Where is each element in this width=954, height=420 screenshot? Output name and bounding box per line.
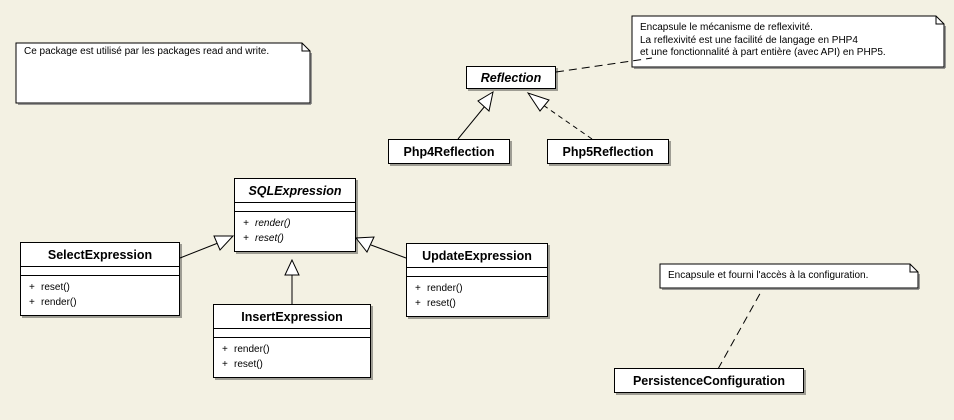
config-note-shape xyxy=(659,263,920,290)
reflection-note-line-2: La reflexivité est une facilité de langa… xyxy=(640,34,858,46)
compartment-divider xyxy=(235,211,355,212)
package-note-shape xyxy=(15,42,312,105)
class-persistenceconfiguration[interactable]: PersistenceConfiguration xyxy=(614,368,804,393)
operation-signature: render() xyxy=(234,344,270,355)
compartment-divider xyxy=(214,328,370,329)
compartment-divider xyxy=(407,267,547,268)
compartment-divider xyxy=(214,337,370,338)
visibility: + xyxy=(415,283,421,294)
visibility: + xyxy=(29,282,35,293)
insert-generalization xyxy=(284,258,300,304)
package-note: Ce package est utilisé par les packages … xyxy=(24,46,269,59)
operation: + reset() xyxy=(29,280,171,295)
operation-signature: reset() xyxy=(427,298,456,309)
operations-compartment: + render() + reset() xyxy=(407,277,547,316)
attributes-compartment xyxy=(21,267,179,275)
reflection-note-shape xyxy=(631,15,946,69)
operation: + render() xyxy=(29,295,171,310)
compartment-divider xyxy=(407,276,547,277)
class-name: InsertExpression xyxy=(241,310,343,324)
operation-signature: render() xyxy=(427,283,463,294)
compartment-divider xyxy=(21,275,179,276)
class-name: Reflection xyxy=(480,71,542,85)
visibility: + xyxy=(415,298,421,309)
operation-signature: reset() xyxy=(234,359,263,370)
operation: + reset() xyxy=(222,357,362,372)
visibility: + xyxy=(222,344,228,355)
class-name: PersistenceConfiguration xyxy=(632,374,786,388)
class-name: Php5Reflection xyxy=(562,145,654,159)
operation-signature: render() xyxy=(255,218,291,229)
operations-compartment: + render() + reset() xyxy=(235,212,355,251)
attributes-compartment xyxy=(214,329,370,337)
operation: + render() xyxy=(222,342,362,357)
config-note: Encapsule et fourni l'accès à la configu… xyxy=(668,270,868,283)
class-php5reflection[interactable]: Php5Reflection xyxy=(547,139,669,164)
visibility: + xyxy=(243,233,249,244)
package-note-text: Ce package est utilisé par les packages … xyxy=(24,46,270,57)
operation: + reset() xyxy=(415,296,539,311)
operation: + reset() xyxy=(243,231,347,246)
operation-signature: reset() xyxy=(255,233,284,244)
class-php4reflection[interactable]: Php4Reflection xyxy=(388,139,510,164)
operations-compartment: + render() + reset() xyxy=(214,338,370,377)
operations-compartment: + reset() + render() xyxy=(21,276,179,315)
class-name: Php4Reflection xyxy=(403,145,495,159)
php5-realization xyxy=(526,92,593,140)
compartment-divider xyxy=(21,266,179,267)
class-name: UpdateExpression xyxy=(422,249,532,263)
select-generalization xyxy=(179,235,235,259)
class-sqlexpression[interactable]: SQLExpression + render() + reset() xyxy=(234,178,356,252)
compartment-divider xyxy=(235,202,355,203)
config-note-anchor xyxy=(717,289,763,370)
reflection-note-line-1: Encapsule le mécanisme de reflexivité. xyxy=(640,22,813,33)
config-note-text: Encapsule et fourni l'accès à la configu… xyxy=(668,270,869,281)
reflection-note-anchor xyxy=(555,57,653,73)
class-insertexpression[interactable]: InsertExpression + render() + reset() xyxy=(213,304,371,378)
php4-generalization xyxy=(457,90,494,140)
operation-signature: reset() xyxy=(41,282,70,293)
update-generalization xyxy=(355,236,407,259)
operation: + render() xyxy=(415,281,539,296)
attributes-compartment xyxy=(407,268,547,276)
class-name: SQLExpression xyxy=(248,184,342,198)
class-updateexpression[interactable]: UpdateExpression + render() + reset() xyxy=(406,243,548,317)
operation: + render() xyxy=(243,216,347,231)
class-reflection[interactable]: Reflection xyxy=(466,66,556,89)
reflection-note-line-3: et une fonctionnalité à part entière (av… xyxy=(640,47,886,58)
visibility: + xyxy=(243,218,249,229)
class-selectexpression[interactable]: SelectExpression + reset() + render() xyxy=(20,242,180,316)
attributes-compartment xyxy=(235,203,355,211)
class-name: SelectExpression xyxy=(47,248,153,262)
reflection-note: Encapsule le mécanisme de reflexivité. L… xyxy=(640,22,886,60)
operation-signature: render() xyxy=(41,297,77,308)
visibility: + xyxy=(29,297,35,308)
visibility: + xyxy=(222,359,228,370)
